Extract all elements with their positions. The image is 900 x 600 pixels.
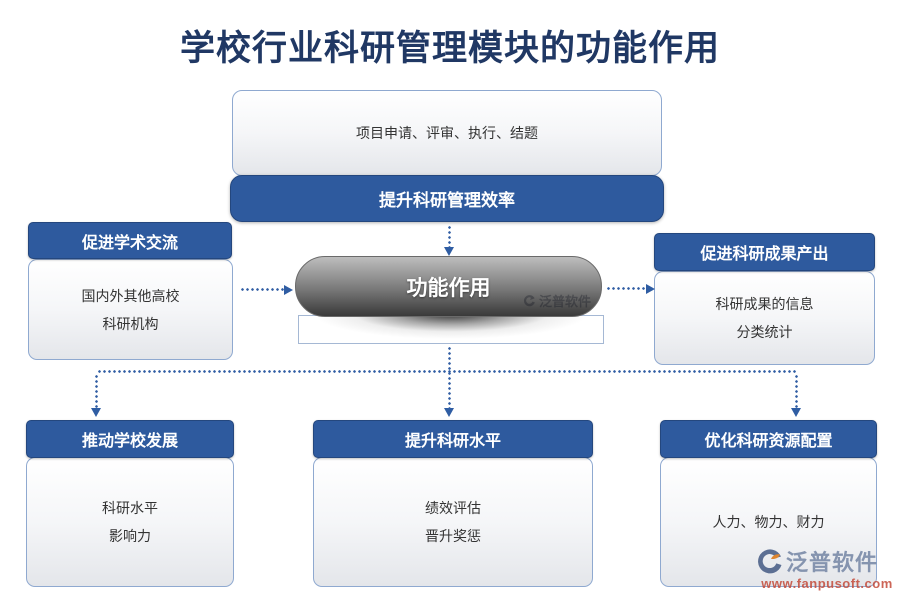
left-group-body: 国内外其他高校 科研机构 [28, 259, 233, 360]
arrowhead-down-icon [91, 408, 101, 417]
arrowhead-down-icon [444, 408, 454, 417]
bottom-group-1-body: 科研水平 影响力 [26, 457, 234, 587]
top-header-bar: 提升科研管理效率 [230, 175, 664, 222]
watermark: 泛普软件 www.fanpusoft.com [756, 545, 898, 591]
connector-branch-to-bottom-right [795, 374, 798, 408]
top-header-label: 提升科研管理效率 [379, 191, 515, 210]
center-node-shadow [298, 315, 604, 344]
left-body-line: 国内外其他高校 [81, 287, 180, 304]
connector-center-to-right [606, 287, 646, 290]
bottom-group-1-header-label: 推动学校发展 [81, 433, 178, 450]
bottom-group-3-body: 人力、物力、财力 [660, 457, 877, 587]
bottom-group-2-header-label: 提升科研水平 [404, 433, 501, 450]
bottom-group-1-line: 科研水平 [102, 500, 158, 516]
page-title: 学校行业科研管理模块的功能作用 [179, 29, 720, 68]
left-group-header-label: 促进学术交流 [81, 234, 178, 252]
right-group-header: 促进科研成果产出 [654, 233, 875, 271]
right-body-line: 科研成果的信息 [715, 296, 814, 312]
arrowhead-down-icon [791, 408, 801, 417]
fanpu-logo-icon [758, 549, 782, 574]
watermark-brand: 泛普软件 [786, 550, 879, 575]
connector-horizontal-branch [97, 370, 797, 373]
inline-watermark: 泛普软件 [523, 291, 591, 310]
connector-left-to-center [240, 288, 284, 291]
arrowhead-right-icon [646, 284, 655, 294]
bottom-group-2-header: 提升科研水平 [313, 420, 593, 458]
connector-center-to-bottom-middle [448, 346, 451, 408]
top-body-box: 项目申请、评审、执行、结题 [232, 90, 662, 176]
fanpu-logo-icon [523, 295, 535, 307]
bottom-group-2-line: 晋升奖惩 [425, 528, 481, 544]
arrowhead-right-icon [284, 285, 293, 295]
top-body-text: 项目申请、评审、执行、结题 [356, 125, 538, 141]
watermark-url: www.fanpusoft.com [761, 576, 893, 591]
connector-branch-to-bottom-left [95, 374, 98, 408]
right-body-line: 分类统计 [736, 324, 793, 340]
connector-topbar-to-center [448, 225, 451, 247]
bottom-group-2-line: 绩效评估 [425, 500, 481, 516]
center-node: 功能作用 [295, 256, 602, 317]
right-group-header-label: 促进科研成果产出 [700, 246, 829, 263]
right-group-body: 科研成果的信息 分类统计 [654, 271, 875, 365]
bottom-group-3-header-label: 优化科研资源配置 [704, 433, 833, 450]
bottom-group-1-header: 推动学校发展 [26, 420, 234, 458]
arrowhead-down-icon [444, 247, 454, 256]
watermark-row: 泛普软件 [756, 545, 898, 577]
left-body-line: 科研机构 [102, 315, 159, 332]
bottom-group-3-header: 优化科研资源配置 [660, 420, 877, 458]
bottom-group-3-line: 人力、物力、财力 [712, 514, 825, 530]
center-node-label: 功能作用 [406, 276, 491, 300]
bottom-group-1-line: 影响力 [109, 528, 151, 544]
bottom-group-2-body: 绩效评估 晋升奖惩 [313, 457, 593, 587]
left-group-header: 促进学术交流 [28, 222, 232, 259]
inline-watermark-text: 泛普软件 [539, 294, 592, 309]
